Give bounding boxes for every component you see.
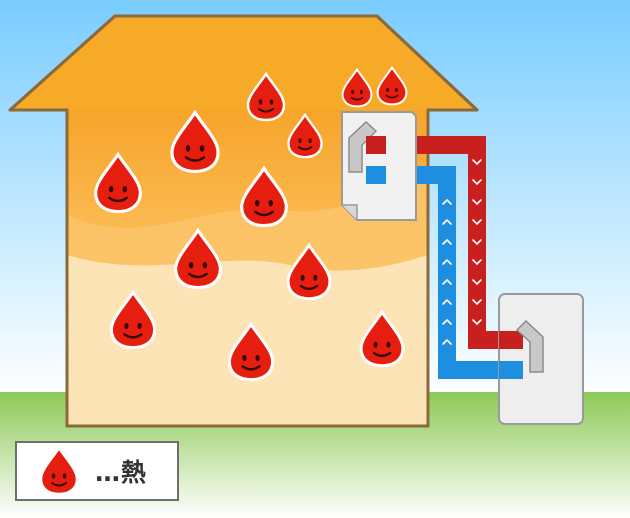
chevron-icon bbox=[442, 198, 452, 205]
chevron-icon bbox=[442, 238, 452, 245]
chevron-icon bbox=[472, 239, 482, 246]
warm-pipe-end bbox=[499, 331, 523, 349]
house-outline bbox=[8, 14, 479, 428]
chevron-icon bbox=[472, 159, 482, 166]
chevron-icon bbox=[472, 319, 482, 326]
chevron-icon bbox=[472, 279, 482, 286]
chevron-icon bbox=[472, 179, 482, 186]
chevron-icon bbox=[442, 318, 452, 325]
chevron-icon bbox=[442, 338, 452, 345]
chevron-icon bbox=[442, 218, 452, 225]
chevron-icon bbox=[442, 258, 452, 265]
cool-pipe-end bbox=[366, 166, 386, 184]
chevron-icon bbox=[442, 278, 452, 285]
legend: …熱 bbox=[15, 441, 179, 501]
cool-pipe-end bbox=[499, 361, 523, 379]
chevron-icon bbox=[442, 298, 452, 305]
chevron-icon bbox=[472, 219, 482, 226]
chevron-icon bbox=[472, 259, 482, 266]
legend-label: …熱 bbox=[95, 458, 148, 487]
warm-pipe-arrows bbox=[472, 159, 506, 345]
chevron-icon bbox=[472, 299, 482, 306]
outdoor-unit-icon bbox=[498, 293, 584, 425]
heat-drop-icon bbox=[39, 446, 79, 496]
warm-pipe-end bbox=[366, 136, 386, 154]
house bbox=[8, 14, 479, 428]
chevron-icon bbox=[472, 199, 482, 206]
